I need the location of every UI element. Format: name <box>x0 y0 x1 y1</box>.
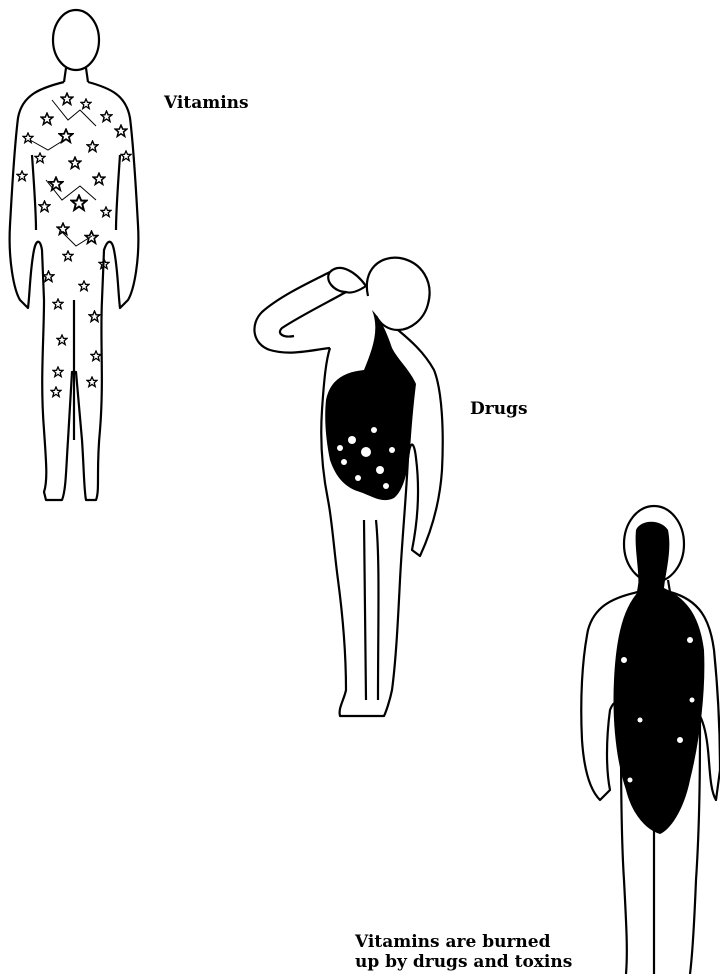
caption-line-1: Vitamins are burned <box>355 932 625 952</box>
drug-mass <box>325 310 416 500</box>
burned-mass <box>614 522 705 834</box>
caption-line-2: up by drugs and toxins <box>355 952 625 972</box>
body-with-vitamins <box>10 10 139 500</box>
body-taking-drugs <box>254 258 442 716</box>
figure-caption: Vitamins are burned up by drugs and toxi… <box>355 932 625 972</box>
vitamins-label: Vitamins <box>164 93 249 113</box>
drugs-label: Drugs <box>470 399 528 419</box>
